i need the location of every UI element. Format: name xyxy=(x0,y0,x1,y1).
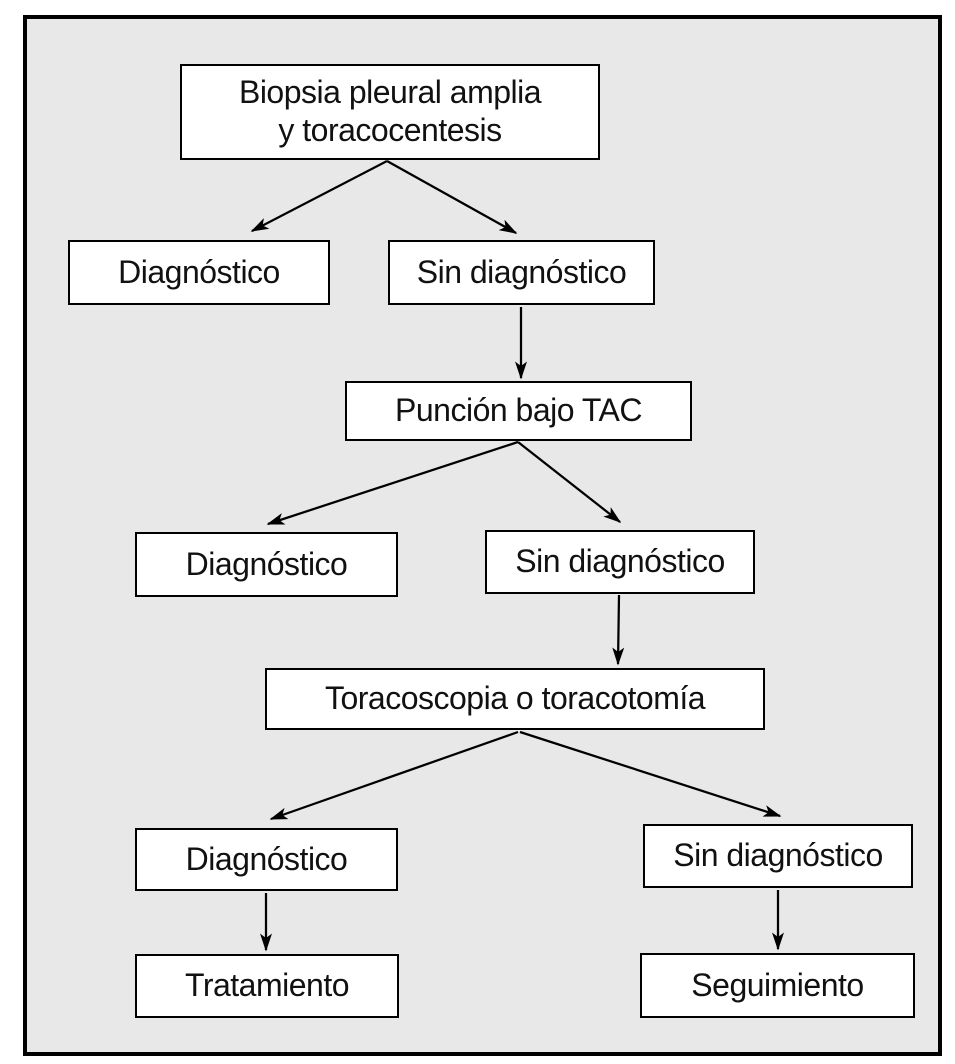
node-diagnostico-3: Diagnóstico xyxy=(135,828,398,891)
node-diagnostico-1: Diagnóstico xyxy=(68,240,330,305)
node-diagnostico-1-label: Diagnóstico xyxy=(118,253,280,290)
node-sin-diagnostico-2-label: Sin diagnóstico xyxy=(515,543,725,580)
node-puncion-tac-label: Punción bajo TAC xyxy=(395,392,642,429)
node-diagnostico-2-label: Diagnóstico xyxy=(185,545,348,582)
node-sin-diagnostico-3: Sin diagnóstico xyxy=(643,824,913,888)
node-diagnostico-2: Diagnóstico xyxy=(135,532,398,597)
node-seguimiento: Seguimiento xyxy=(640,953,915,1018)
node-biopsia: Biopsia pleural amplia y toracocentesis xyxy=(180,64,600,160)
node-sin-diagnostico-1-label: Sin diagnóstico xyxy=(416,253,627,290)
node-tratamiento-label: Tratamiento xyxy=(184,967,350,1004)
node-puncion-tac: Punción bajo TAC xyxy=(345,381,692,441)
node-toracoscopia: Toracoscopia o toracotomía xyxy=(265,668,765,730)
node-tratamiento: Tratamiento xyxy=(135,954,399,1018)
node-toracoscopia-label: Toracoscopia o toracotomía xyxy=(324,680,706,717)
node-sin-diagnostico-3-label: Sin diagnóstico xyxy=(673,837,883,874)
node-seguimiento-label: Seguimiento xyxy=(691,966,864,1003)
node-sin-diagnostico-2: Sin diagnóstico xyxy=(485,530,755,594)
node-diagnostico-3-label: Diagnóstico xyxy=(185,840,348,877)
node-biopsia-label: Biopsia pleural amplia y toracocentesis xyxy=(238,74,542,148)
node-sin-diagnostico-1: Sin diagnóstico xyxy=(388,240,655,305)
